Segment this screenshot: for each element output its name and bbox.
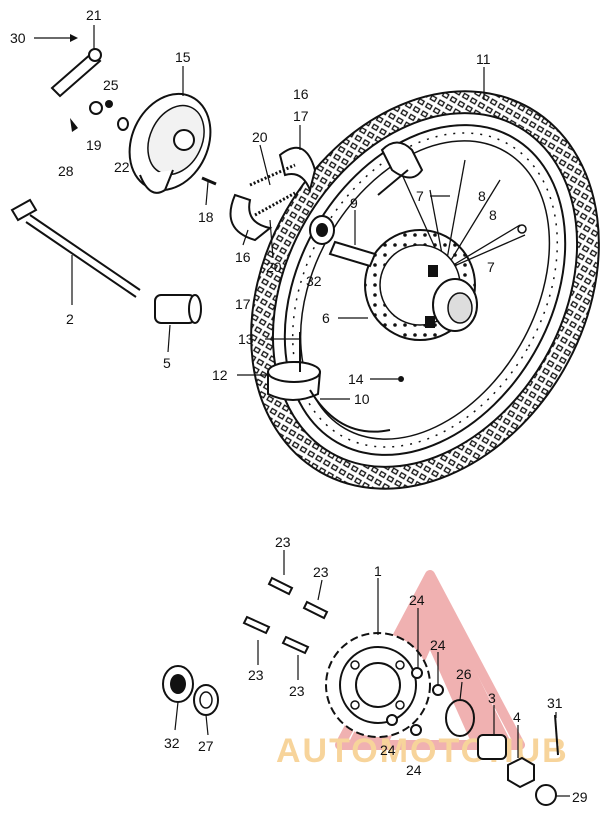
callout-15: 15 [175,49,191,65]
callout-13: 13 [238,331,254,347]
callout-4: 4 [513,709,521,725]
callout-labels: 30 21 15 25 19 22 28 16 17 20 18 20 16 1… [10,7,588,805]
callout-8-lower: 8 [489,207,497,223]
small-washers [70,100,217,186]
callout-24-b: 24 [430,637,446,653]
callout-24-a: 24 [409,592,425,608]
callout-3: 3 [488,690,496,706]
collar-3 [477,734,507,760]
callout-6: 6 [322,310,330,326]
bearing-32a [309,215,335,245]
callout-32-upper: 32 [306,273,322,289]
wheel-hub [364,229,478,341]
callout-14: 14 [348,371,364,387]
callout-5: 5 [163,355,171,371]
hub-spacer-9 [328,240,377,268]
axle-nut-4 [507,756,535,789]
spoke-nipple [517,224,527,234]
callout-18: 18 [198,209,214,225]
oil-seal-27 [193,684,219,716]
cap-nut-29 [535,784,557,806]
callout-7-lower: 7 [487,259,495,275]
sprocket-nuts-24 [386,667,444,736]
rim-band [267,332,391,433]
callout-16-bottom: 16 [235,249,251,265]
callout-27: 27 [198,738,214,754]
callout-11: 11 [476,51,491,67]
callout-2: 2 [66,311,74,327]
callout-21: 21 [86,7,102,23]
callout-25: 25 [103,77,119,93]
brake-arm [50,48,102,98]
sprocket [325,632,431,738]
callout-1: 1 [374,563,382,579]
callout-7-upper: 7 [416,188,424,204]
callout-9: 9 [350,195,358,211]
callout-24-d: 24 [406,762,422,778]
tube-valve [380,141,424,179]
callout-26: 26 [456,666,472,682]
callout-31: 31 [547,695,563,711]
cotter-pin-31 [554,714,559,756]
callout-17-bottom: 17 [235,296,251,312]
callout-23-b: 23 [313,564,329,580]
brake-panel [128,92,212,194]
callout-29: 29 [572,789,588,805]
callout-23-a: 23 [275,534,291,550]
arrowhead-30 [70,34,78,42]
bolt-14 [398,376,404,382]
callout-19: 19 [86,137,102,153]
callout-16-top: 16 [293,86,309,102]
callout-23-d: 23 [289,683,305,699]
brake-shoes [229,146,317,242]
callout-30: 30 [10,30,26,46]
callout-17-top: 17 [293,108,309,124]
callout-8-upper: 8 [478,188,486,204]
callout-20-bottom: 20 [266,259,282,275]
axle-collar-5 [154,294,202,324]
axle [10,198,141,298]
leader-lines [34,25,570,797]
sprocket-bolts-23 [242,576,329,655]
callout-24-c: 24 [380,742,396,758]
callout-23-c: 23 [248,667,264,683]
callout-28: 28 [58,163,74,179]
callout-32-lower: 32 [164,735,180,751]
rim-spoke-holes [291,132,559,448]
callout-12: 12 [212,367,228,383]
callout-22: 22 [114,159,130,175]
bearing-32b [162,665,194,703]
callout-20-top: 20 [252,129,268,145]
callout-10: 10 [354,391,370,407]
